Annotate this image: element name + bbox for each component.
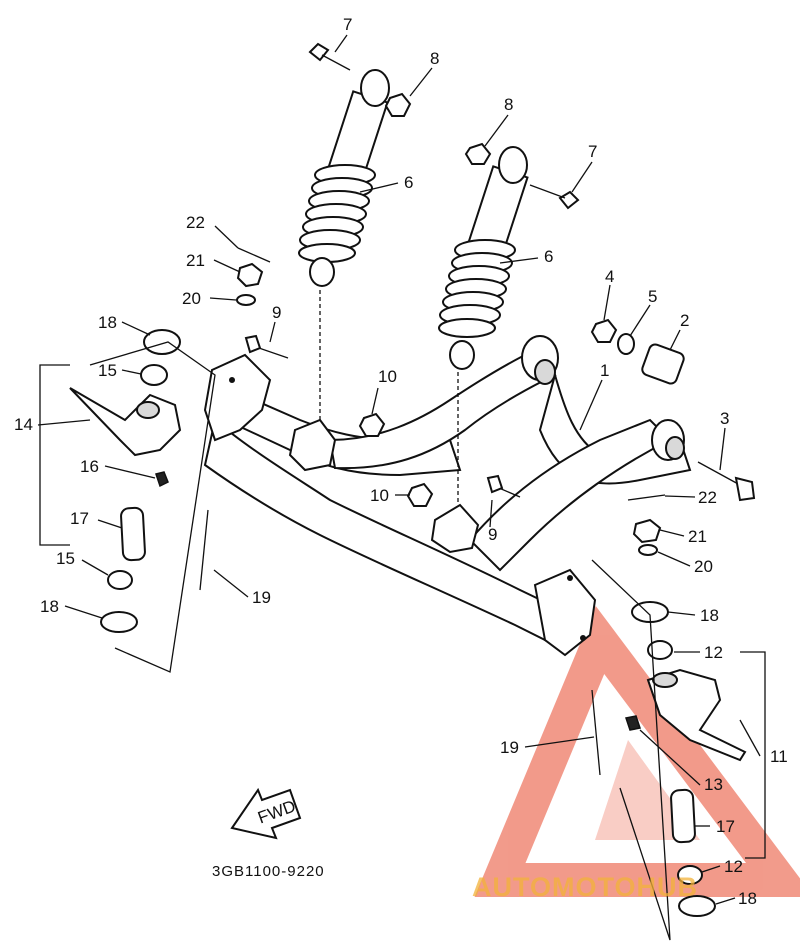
shock-absorber-right [438, 146, 529, 505]
callout-7: 7 [588, 142, 597, 161]
callout-9: 9 [488, 525, 497, 544]
callout-21: 21 [688, 527, 707, 546]
callout-1: 1 [600, 361, 609, 380]
callout-9: 9 [272, 303, 281, 322]
callout-22: 22 [186, 213, 205, 232]
callout-20: 20 [694, 557, 713, 576]
callout-22: 22 [698, 488, 717, 507]
callout-18: 18 [738, 889, 757, 908]
callout-8: 8 [430, 49, 439, 68]
callout-15: 15 [56, 549, 75, 568]
swing-arm-frame [203, 335, 692, 657]
fwd-arrow: FWD [230, 787, 302, 840]
watermark-text: AUTOMOTOHUB [472, 872, 698, 902]
callout-11: 11 [770, 747, 788, 766]
part-code: 3GB1100-9220 [212, 863, 325, 880]
callout-6: 6 [544, 247, 553, 266]
callout-13: 13 [704, 775, 723, 794]
callout-8: 8 [504, 95, 513, 114]
callout-19: 19 [500, 738, 519, 757]
callout-4: 4 [605, 267, 614, 286]
callout-12: 12 [704, 643, 723, 662]
callout-18: 18 [40, 597, 59, 616]
callout-21: 21 [186, 251, 205, 270]
callout-14: 14 [14, 415, 33, 434]
callout-12: 12 [724, 857, 743, 876]
callout-20: 20 [182, 289, 201, 308]
callout-18: 18 [700, 606, 719, 625]
callout-2: 2 [680, 311, 689, 330]
callout-15: 15 [98, 361, 117, 380]
hardware-parts [69, 42, 756, 917]
callout-3: 3 [720, 409, 729, 428]
callout-18: 18 [98, 313, 117, 332]
callout-16: 16 [80, 457, 99, 476]
callout-6: 6 [404, 173, 413, 192]
callout-17: 17 [70, 509, 89, 528]
callout-10: 10 [378, 367, 397, 386]
callout-labels: 7 8 8 7 6 6 22 21 20 9 18 15 14 16 17 15… [14, 15, 788, 908]
callout-5: 5 [648, 287, 657, 306]
callout-17: 17 [716, 817, 735, 836]
callout-7: 7 [343, 15, 352, 34]
callout-19: 19 [252, 588, 271, 607]
leader-lines [37, 34, 766, 941]
shock-absorber-left [298, 69, 390, 420]
callout-10: 10 [370, 486, 389, 505]
